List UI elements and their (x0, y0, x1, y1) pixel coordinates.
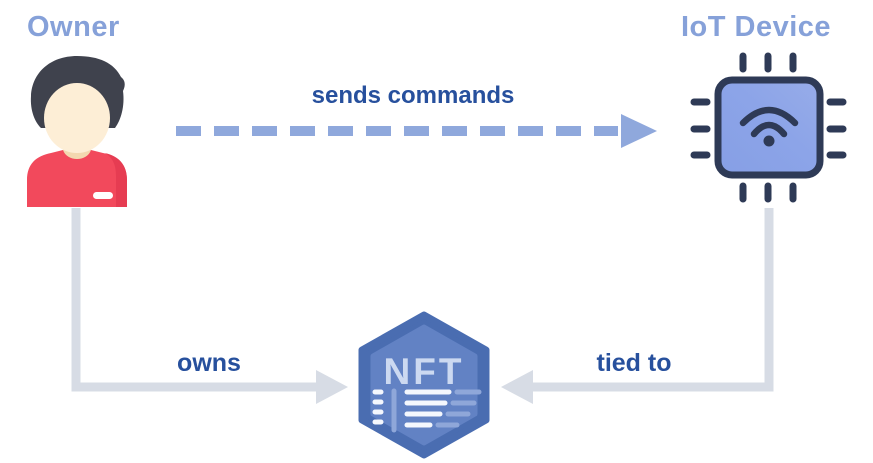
arrowhead-right-icon (316, 370, 348, 404)
person-icon (27, 56, 127, 207)
sends-commands-arrow (176, 114, 657, 148)
wifi-icon (739, 106, 799, 138)
nft-hexagon-icon: NFT (358, 311, 490, 459)
chip-wifi-icon (690, 52, 847, 203)
owns-arrow (71, 208, 348, 404)
tied-to-label: tied to (596, 349, 672, 377)
nft-badge-text: NFT (384, 351, 465, 392)
arrowhead-left-icon (501, 370, 533, 404)
owner-title: Owner (27, 11, 120, 43)
sends-commands-label: sends commands (311, 82, 515, 109)
iot-device-title: IoT Device (681, 11, 832, 43)
arrowhead-right-icon (621, 114, 657, 148)
nft-list-glyph (372, 388, 482, 433)
owns-label: owns (177, 349, 241, 377)
tied-to-arrow (501, 208, 774, 404)
